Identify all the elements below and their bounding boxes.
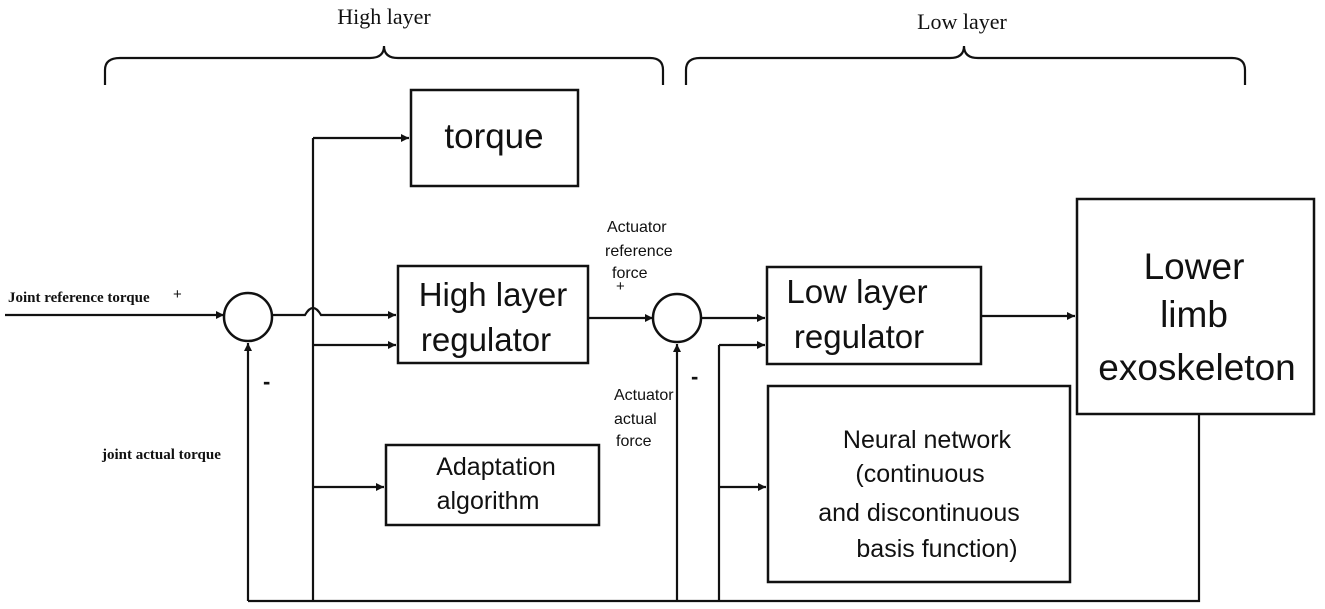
summing-junction-1 (222, 291, 274, 343)
sum1-minus-sign: - (263, 369, 270, 394)
actuator-reference-force-line3: force (612, 265, 648, 282)
joint-actual-torque-label: joint actual torque (101, 447, 221, 463)
neural-network-block (766, 384, 1072, 584)
high-layer-label: High layer (337, 4, 431, 29)
sum2-minus-sign: - (691, 364, 698, 389)
adaptation-line1: Adaptation (436, 453, 556, 481)
low-layer-regulator-line2: regulator (794, 318, 924, 355)
actuator-reference-force-line2: reference (605, 243, 673, 260)
summing-junction-2 (651, 292, 703, 344)
neural-network-line4: basis function) (856, 535, 1017, 563)
feedback-bottom-line (248, 414, 1201, 603)
low-layer-brace (684, 45, 1247, 85)
adaptation-line2: algorithm (437, 487, 540, 515)
high-layer-regulator-line2: regulator (421, 321, 551, 358)
neural-network-line3: and discontinuous (818, 499, 1020, 527)
actuator-actual-force-line3: force (616, 433, 652, 450)
lower-limb-exoskeleton-block (1075, 197, 1316, 416)
low-layer-label: Low layer (917, 9, 1007, 34)
high-layer-regulator-line1: High layer (419, 276, 568, 313)
low-layer-regulator-line1: Low layer (786, 273, 927, 310)
exoskeleton-line2: limb (1160, 294, 1228, 335)
actuator-reference-force-line1: Actuator (607, 219, 667, 236)
sum2-plus-sign: + (616, 278, 625, 295)
torque-block-label: torque (444, 117, 543, 156)
high-layer-regulator-block (396, 264, 590, 365)
sum1-to-high-regulator-line (272, 306, 396, 319)
neural-network-line2: (continuous (855, 460, 984, 488)
actuator-actual-force-line2: actual (614, 411, 657, 428)
exoskeleton-line1: Lower (1144, 246, 1245, 287)
joint-reference-torque-label: Joint reference torque (8, 290, 150, 306)
actuator-actual-force-line1: Actuator (614, 387, 674, 404)
low-layer-regulator-block (765, 265, 983, 366)
high-layer-brace (103, 45, 665, 85)
exoskeleton-line3: exoskeleton (1098, 347, 1295, 388)
torque-block (409, 88, 580, 188)
adaptation-algorithm-block (384, 443, 601, 527)
sum1-plus-sign: + (173, 286, 182, 303)
neural-network-line1: Neural network (843, 426, 1012, 454)
